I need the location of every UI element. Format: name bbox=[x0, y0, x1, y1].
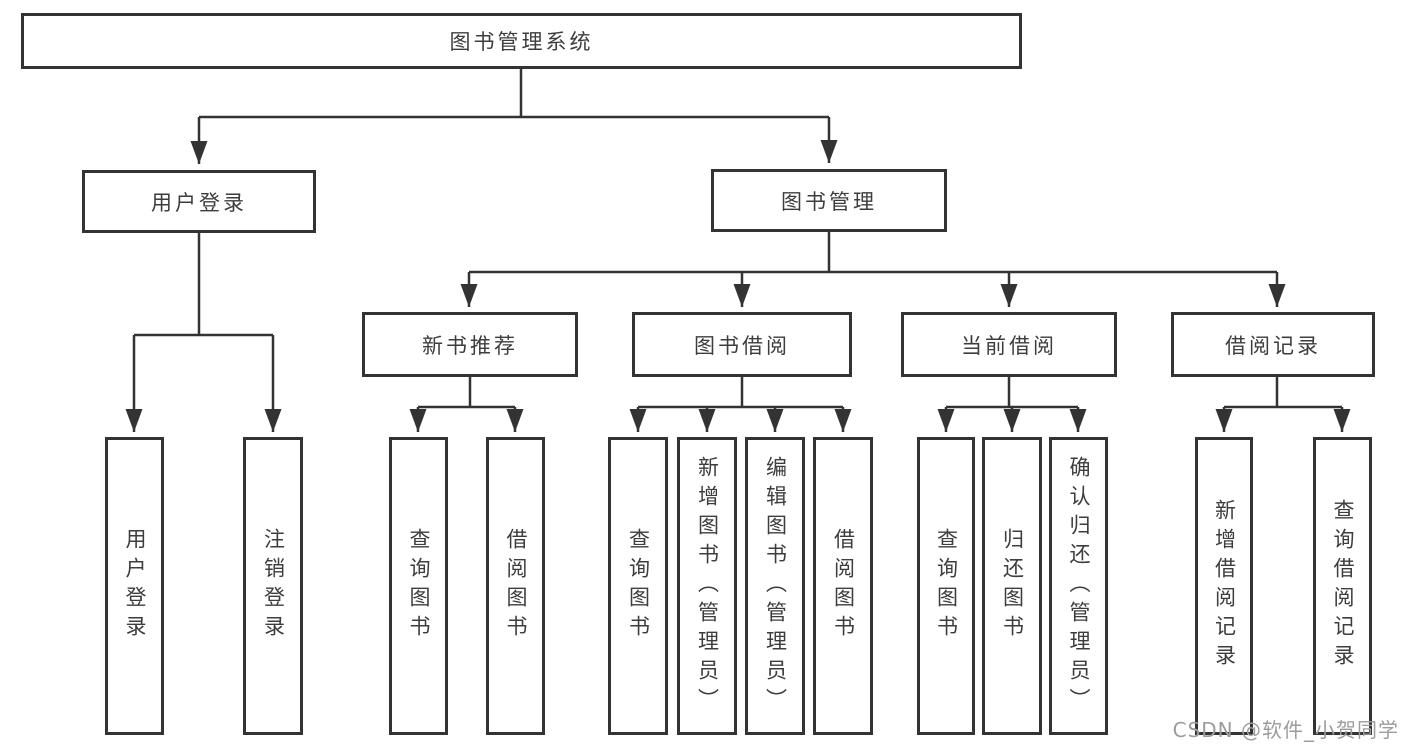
node-book-borrowing-label: 图书借阅 bbox=[694, 333, 790, 358]
leaf-current-query-books: 查询图书 bbox=[917, 437, 975, 735]
leaf-borrowing-add-books-admin: 新增图书（管理员） bbox=[677, 437, 737, 735]
connector-paths bbox=[125, 69, 1351, 432]
node-new-book-recommend-label: 新书推荐 bbox=[422, 333, 518, 358]
leaf-current-confirm-return-admin-label: 确认归还（管理员） bbox=[1067, 455, 1091, 717]
leaf-records-add-record-label: 新增借阅记录 bbox=[1212, 499, 1237, 673]
leaf-logout-login-label: 注销登录 bbox=[261, 528, 286, 644]
leaf-borrowing-query-books: 查询图书 bbox=[608, 437, 668, 735]
node-current-borrowing-label: 当前借阅 bbox=[961, 333, 1057, 358]
leaf-newbooks-query-books-label: 查询图书 bbox=[407, 528, 431, 644]
leaf-newbooks-borrow-books-label: 借阅图书 bbox=[504, 528, 528, 644]
node-current-borrowing: 当前借阅 bbox=[901, 312, 1117, 377]
node-new-book-recommend: 新书推荐 bbox=[362, 312, 578, 377]
node-borrowing-records-label: 借阅记录 bbox=[1225, 333, 1321, 358]
node-book-borrowing: 图书借阅 bbox=[632, 312, 852, 377]
leaf-records-query-record: 查询借阅记录 bbox=[1313, 437, 1372, 735]
leaf-current-return-books-label: 归还图书 bbox=[1000, 528, 1025, 644]
leaf-borrowing-add-books-admin-label: 新增图书（管理员） bbox=[695, 455, 720, 717]
leaf-current-confirm-return-admin: 确认归还（管理员） bbox=[1049, 437, 1108, 735]
node-borrowing-records: 借阅记录 bbox=[1171, 312, 1375, 377]
leaf-borrowing-borrow-books-label: 借阅图书 bbox=[831, 528, 856, 644]
leaf-borrowing-query-books-label: 查询图书 bbox=[626, 528, 651, 644]
leaf-logout-login: 注销登录 bbox=[243, 437, 303, 735]
leaf-user-login: 用户登录 bbox=[105, 437, 164, 735]
node-root-label: 图书管理系统 bbox=[449, 30, 594, 54]
node-book-management-label: 图书管理 bbox=[781, 189, 877, 214]
leaf-newbooks-query-books: 查询图书 bbox=[389, 437, 448, 735]
leaf-current-return-books: 归还图书 bbox=[982, 437, 1042, 735]
leaf-borrowing-borrow-books: 借阅图书 bbox=[813, 437, 873, 735]
leaf-user-login-label: 用户登录 bbox=[123, 528, 147, 644]
leaf-borrowing-edit-books-admin-label: 编辑图书（管理员） bbox=[763, 455, 788, 717]
node-user-login-label: 用户登录 bbox=[151, 190, 247, 215]
leaf-borrowing-edit-books-admin: 编辑图书（管理员） bbox=[745, 437, 805, 735]
leaf-records-add-record: 新增借阅记录 bbox=[1195, 437, 1253, 735]
node-root: 图书管理系统 bbox=[21, 13, 1022, 69]
watermark: CSDN @软件_小贺同学 bbox=[1172, 718, 1399, 742]
node-user-login: 用户登录 bbox=[82, 170, 316, 233]
leaf-current-query-books-label: 查询图书 bbox=[934, 528, 959, 644]
leaf-records-query-record-label: 查询借阅记录 bbox=[1331, 499, 1355, 673]
node-book-management: 图书管理 bbox=[711, 169, 947, 232]
leaf-newbooks-borrow-books: 借阅图书 bbox=[486, 437, 545, 735]
